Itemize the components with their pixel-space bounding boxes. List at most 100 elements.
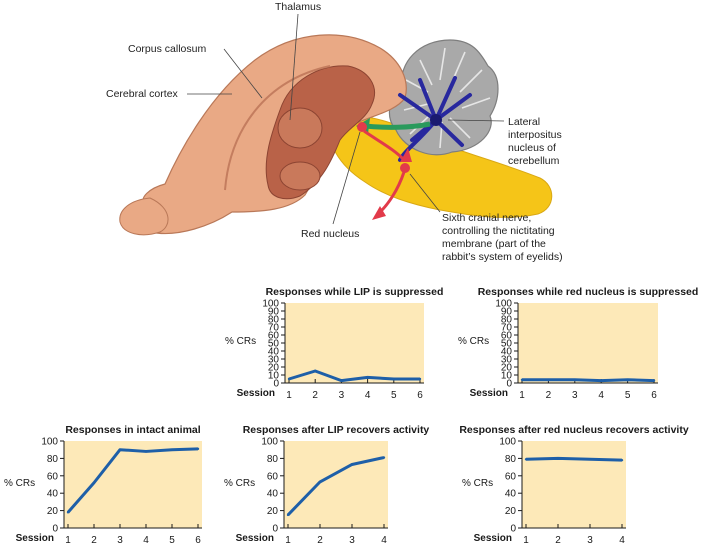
data-point	[314, 369, 317, 373]
chart-title: Responses while LIP is suppressed	[265, 286, 444, 298]
x-tick-label: 4	[365, 390, 371, 401]
x-axis-label: Session	[236, 388, 275, 399]
y-tick-label: 50	[268, 339, 280, 350]
x-tick-label: 3	[117, 535, 123, 545]
y-tick-label: 80	[501, 315, 513, 326]
x-tick-label: 4	[619, 535, 625, 545]
series-line	[288, 369, 420, 383]
y-tick-label: 40	[505, 489, 517, 500]
y-tick-label: 0	[52, 524, 58, 535]
red-pathway	[363, 129, 406, 162]
data-point	[340, 379, 343, 382]
x-tick-label: 2	[317, 535, 323, 545]
x-tick-label: 6	[651, 390, 657, 401]
y-tick-label: 80	[505, 454, 517, 465]
y-tick-label: 40	[501, 347, 513, 358]
red-arrow-head-2	[372, 206, 386, 220]
data-point	[520, 378, 524, 381]
leader-lines	[187, 13, 505, 225]
y-tick-label: 60	[505, 471, 517, 482]
x-tick-label: 5	[391, 390, 397, 401]
x-tick-label: 2	[546, 390, 552, 401]
x-tick-label: 1	[519, 390, 525, 401]
series-line	[286, 456, 385, 516]
label-sixth-cranial-nerve: Sixth cranial nerve, controlling the nic…	[442, 212, 563, 263]
x-tick-label: 3	[572, 390, 578, 401]
plot-background	[522, 441, 626, 528]
series-line	[525, 456, 623, 462]
y-axis-label: % CRs	[224, 477, 256, 489]
y-tick-label: 30	[268, 355, 280, 366]
y-tick-label: 60	[501, 331, 513, 342]
lip-dot	[430, 114, 442, 126]
x-tick-label: 3	[349, 535, 355, 545]
data-point	[547, 378, 550, 381]
y-tick-label: 100	[41, 437, 58, 448]
label-corpus-callosum: Corpus callosum	[128, 43, 207, 55]
chart-red-nucleus-suppressed: Responses while red nucleus is suppresse…	[458, 286, 698, 406]
x-tick-label: 4	[143, 535, 149, 545]
data-point	[382, 456, 386, 459]
y-tick-label: 20	[501, 363, 513, 374]
x-tick-label: 3	[587, 535, 593, 545]
data-point	[652, 379, 656, 382]
data-point	[556, 457, 560, 460]
data-point	[620, 458, 624, 462]
x-tick-label: 1	[65, 535, 71, 545]
label-red-nucleus: Red nucleus	[301, 228, 360, 240]
chart-title: Responses in intact animal	[65, 424, 201, 436]
x-tick-label: 1	[285, 535, 291, 545]
data-point	[92, 481, 96, 484]
x-tick-label: 5	[625, 390, 631, 401]
y-tick-label: 0	[506, 379, 512, 390]
x-tick-label: 3	[339, 390, 345, 401]
y-tick-label: 70	[501, 323, 513, 334]
data-point	[66, 511, 70, 514]
y-tick-label: 80	[267, 454, 279, 465]
thalamus-shape	[277, 107, 323, 149]
y-tick-label: 10	[501, 371, 513, 382]
series-line	[66, 447, 199, 514]
y-axis-label: % CRs	[458, 336, 490, 347]
x-tick-label: 4	[381, 535, 387, 545]
corpus-callosum-arc	[224, 65, 331, 191]
midbrain-shape	[279, 161, 321, 191]
data-point	[588, 458, 592, 461]
y-tick-label: 60	[267, 471, 279, 482]
chart-title: Responses after red nucleus recovers act…	[459, 424, 689, 436]
y-axis-label: % CRs	[225, 336, 257, 347]
red-arrow-head-1	[400, 148, 412, 162]
y-tick-label: 50	[501, 339, 513, 350]
y-tick-label: 100	[495, 299, 512, 310]
data-point	[392, 377, 395, 381]
chart-title: Responses after LIP recovers activity	[242, 424, 430, 436]
data-point	[350, 463, 354, 466]
data-point	[170, 448, 174, 451]
label-thalamus: Thalamus	[275, 1, 322, 13]
brain-illustration	[119, 13, 553, 236]
chart-red-nucleus-recovers: Responses after red nucleus recovers act…	[459, 422, 702, 545]
x-tick-label: 6	[417, 390, 423, 401]
x-axis-label: Session	[15, 533, 54, 544]
y-tick-label: 100	[261, 437, 278, 448]
y-tick-label: 100	[499, 437, 516, 448]
green-pathway	[364, 121, 431, 130]
label-lateral-interpositus: Lateral interpositus nucleus of cerebell…	[508, 116, 562, 167]
plot-background	[518, 303, 658, 383]
label-cerebral-cortex: Cerebral cortex	[106, 88, 178, 100]
data-point	[600, 379, 603, 382]
x-tick-label: 2	[312, 390, 318, 401]
y-tick-label: 30	[501, 355, 513, 366]
sixth-nerve-dot	[400, 163, 410, 173]
y-tick-label: 80	[268, 315, 280, 326]
data-point	[118, 448, 122, 451]
data-point	[144, 450, 148, 453]
y-tick-label: 0	[272, 524, 278, 535]
plot-background	[285, 303, 424, 383]
